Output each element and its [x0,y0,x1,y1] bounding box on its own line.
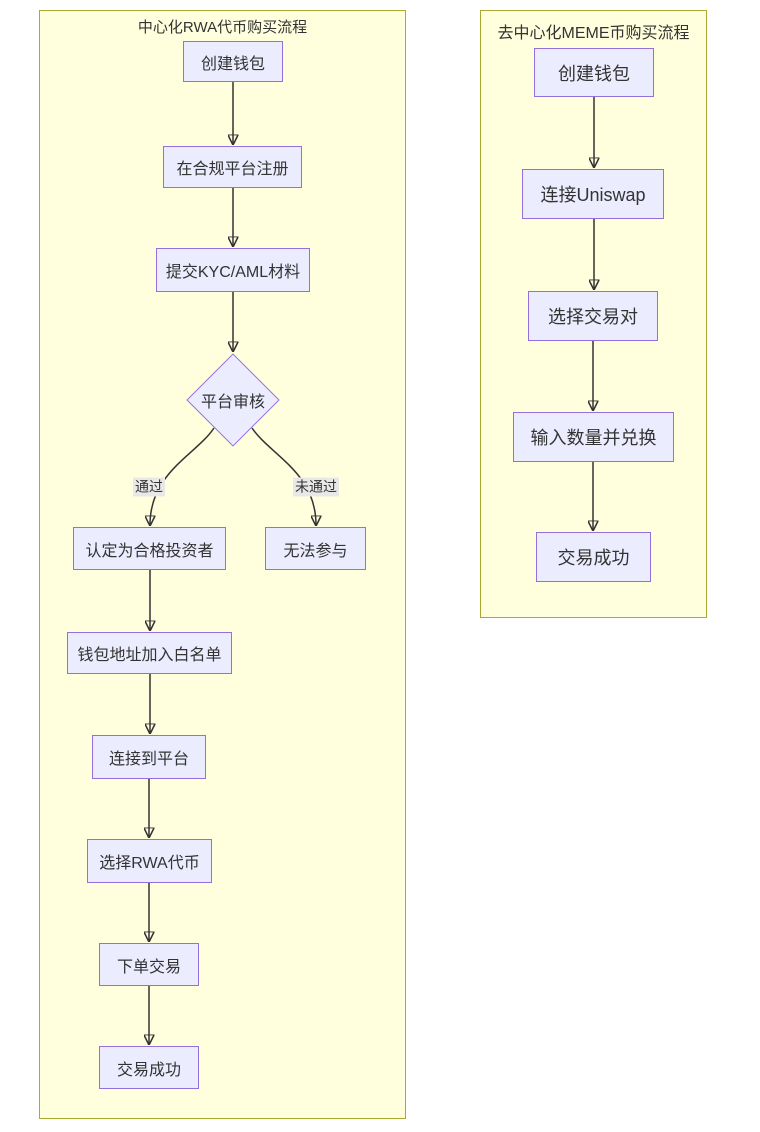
node-create-wallet-left: 创建钱包 [183,41,283,82]
node-label: 认定为合格投资者 [85,542,214,560]
node-label: 在合规平台注册 [176,161,289,178]
node-wallet-whitelist: 钱包地址加入白名单 [67,632,232,674]
subgraph-centralized-rwa-title: 中心化RWA代币购买流程 [137,19,308,36]
node-input-amount-swap: 输入数量并兑换 [513,412,674,462]
node-label: 选择RWA代币 [99,855,200,872]
node-connect-uniswap: 连接Uniswap [522,169,664,219]
edge-label-fail: 未通过 [293,477,339,497]
node-label: 创建钱包 [558,63,630,84]
node-label: 下单交易 [116,958,181,976]
node-transaction-success-right: 交易成功 [536,532,651,582]
node-connect-platform: 连接到平台 [92,735,206,779]
node-cannot-participate: 无法参与 [265,527,366,570]
node-label: 无法参与 [283,542,348,560]
node-label: 提交KYC/AML材料 [165,264,301,281]
node-register-compliant-platform: 在合规平台注册 [163,146,302,188]
node-label: 连接到平台 [108,751,189,768]
node-place-order: 下单交易 [99,943,199,986]
node-label: 平台审核 [200,394,265,411]
node-create-wallet-right: 创建钱包 [534,48,654,97]
node-label: 钱包地址加入白名单 [77,647,222,664]
node-select-trading-pair: 选择交易对 [528,291,658,341]
node-submit-kyc-aml: 提交KYC/AML材料 [156,248,310,292]
node-label: 选择交易对 [548,307,638,327]
edge-label-pass: 通过 [133,477,165,497]
node-label: 创建钱包 [200,55,265,73]
node-label: 输入数量并兑换 [530,428,657,448]
subgraph-decentralized-meme-title: 去中心化MEME币购买流程 [497,25,690,42]
node-platform-review-decision: 平台审核 [186,353,280,447]
node-qualified-investor: 认定为合格投资者 [73,527,226,570]
node-label: 交易成功 [116,1061,181,1079]
node-transaction-success-left: 交易成功 [99,1046,199,1089]
node-select-rwa-token: 选择RWA代币 [87,839,212,883]
node-label: 交易成功 [557,548,630,568]
node-label: 连接Uniswap [540,185,646,205]
